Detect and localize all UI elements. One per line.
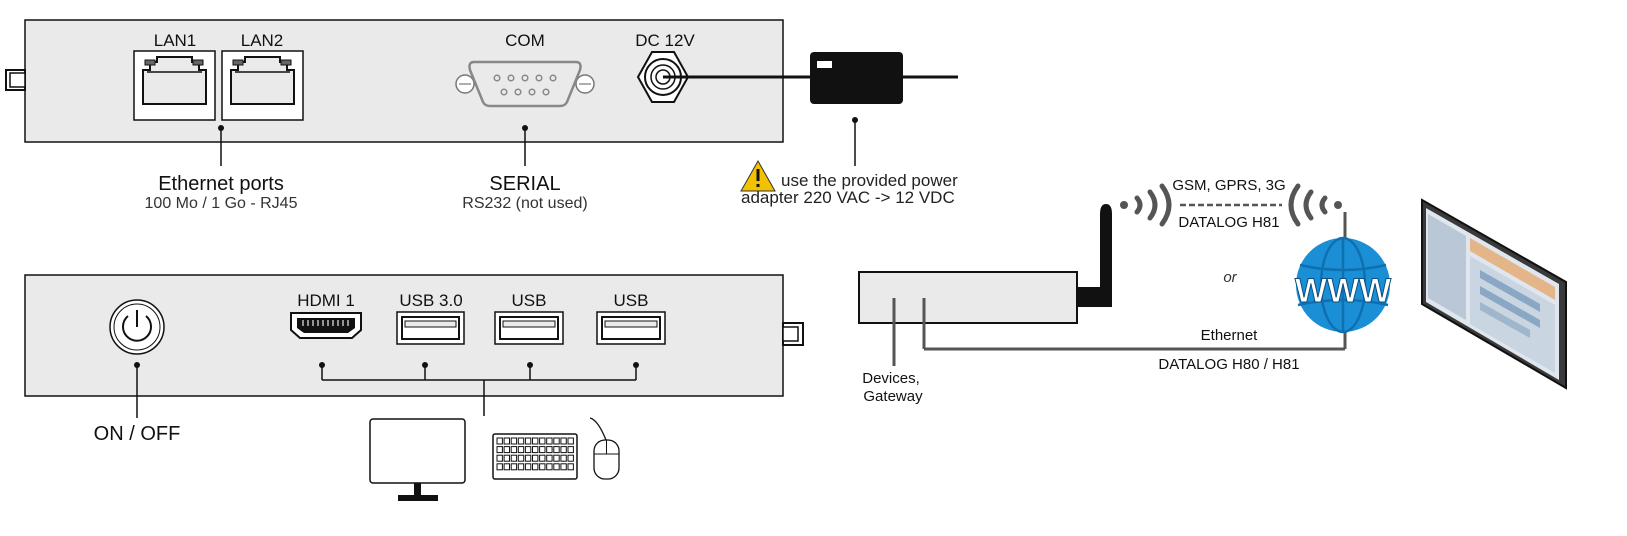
ethernet-title: Ethernet ports	[158, 173, 284, 195]
power-button-label: ON / OFF	[94, 423, 181, 445]
ethernet-bottom-label: DATALOG H80 / H81	[1158, 356, 1299, 373]
keyboard-key	[567, 446, 574, 454]
dc-label: DC 12V	[635, 31, 695, 50]
keyboard-key	[517, 437, 525, 445]
lan2-port	[221, 50, 304, 121]
keyboard-key	[539, 446, 546, 454]
keyboard-key	[524, 463, 532, 471]
keyboard-key	[503, 437, 511, 445]
devices-line1: Devices,	[862, 370, 920, 387]
wireless-waves-right	[1288, 183, 1342, 227]
serial-callout: SERIAL RS232 (not used)	[462, 125, 588, 212]
keyboard-key	[546, 446, 553, 454]
wireless-waves-left	[1120, 183, 1172, 227]
keyboard-key	[503, 463, 511, 471]
serial-title: SERIAL	[489, 173, 560, 195]
www-globe-icon: WWW	[1294, 236, 1393, 334]
antenna	[1077, 204, 1112, 307]
keyboard-key	[496, 463, 503, 471]
ethernet-callout: Ethernet ports 100 Mo / 1 Go - RJ45	[145, 125, 298, 212]
power-adapter	[663, 52, 958, 166]
monitor-icon	[369, 418, 466, 501]
keyboard-key	[532, 454, 539, 462]
tablet-icon	[1421, 198, 1567, 390]
mouse-icon	[589, 417, 620, 480]
keyboard-key	[524, 437, 532, 445]
keyboard-key	[553, 437, 560, 445]
power-warning: use the provided power adapter 220 VAC -…	[740, 159, 958, 207]
keyboard-key	[524, 446, 532, 454]
lan1-label: LAN1	[154, 31, 197, 50]
usb-port-1	[494, 311, 564, 345]
keyboard-key	[532, 463, 539, 471]
keyboard-icon	[492, 433, 578, 480]
keyboard-key	[560, 463, 567, 471]
keyboard-key	[532, 437, 539, 445]
wireless-top-label: GSM, GPRS, 3G	[1172, 177, 1285, 194]
devices-line2: Gateway	[863, 388, 923, 405]
keyboard-key	[496, 437, 503, 445]
keyboard-key	[539, 463, 546, 471]
hdmi-port	[290, 312, 362, 339]
keyboard-key	[510, 446, 518, 454]
keyboard-key	[517, 446, 525, 454]
power-note-line2: adapter 220 VAC -> 12 VDC	[741, 188, 955, 207]
usb30-port	[396, 311, 465, 345]
keyboard-key	[496, 446, 503, 454]
com-label: COM	[505, 31, 545, 50]
keyboard-key	[539, 437, 546, 445]
hdmi-label: HDMI 1	[297, 291, 355, 310]
power-button[interactable]	[109, 299, 165, 355]
usb-label-1: USB	[512, 291, 547, 310]
lan2-label: LAN2	[241, 31, 284, 50]
keyboard-key	[567, 437, 574, 445]
gateway-device	[858, 204, 1347, 366]
serial-subtitle: RS232 (not used)	[462, 195, 587, 212]
or-label: or	[1223, 269, 1237, 286]
keyboard-key	[560, 437, 567, 445]
keyboard-key	[546, 463, 553, 471]
keyboard-key	[546, 437, 553, 445]
keyboard-key	[496, 454, 503, 462]
keyboard-key	[567, 463, 574, 471]
ethernet-subtitle: 100 Mo / 1 Go - RJ45	[145, 195, 298, 212]
keyboard-key	[510, 454, 518, 462]
keyboard-key	[553, 463, 560, 471]
adapter-brick	[810, 52, 903, 104]
keyboard-key	[546, 454, 553, 462]
keyboard-key	[510, 437, 518, 445]
keyboard-key	[567, 454, 574, 462]
top-panel: LAN1 LAN2 COM DC 12V	[5, 19, 784, 143]
keyboard-key	[524, 454, 532, 462]
keyboard-key	[510, 463, 518, 471]
keyboard-key	[517, 454, 525, 462]
ethernet-top-label: Ethernet	[1201, 327, 1259, 344]
keyboard-key	[539, 454, 546, 462]
keyboard-key	[560, 454, 567, 462]
com-port	[455, 60, 595, 108]
keyboard-key	[503, 454, 511, 462]
bottom-panel: ON / OFF HDMI 1 USB 3.0 USB US	[24, 274, 804, 445]
wireless-bottom-label: DATALOG H81	[1178, 214, 1279, 231]
usb-port-2	[596, 311, 666, 345]
usb-label-2: USB	[614, 291, 649, 310]
keyboard-key	[560, 446, 567, 454]
keyboard-key	[553, 446, 560, 454]
usb30-label: USB 3.0	[399, 291, 462, 310]
peripheral-bracket	[319, 362, 639, 416]
power-note-line1: use the provided power	[781, 171, 958, 190]
keyboard-key	[532, 446, 539, 454]
keyboard-key	[517, 463, 525, 471]
keyboard-key	[503, 446, 511, 454]
www-label: WWW	[1295, 272, 1392, 310]
keyboard-key	[553, 454, 560, 462]
lan1-port	[133, 50, 216, 121]
